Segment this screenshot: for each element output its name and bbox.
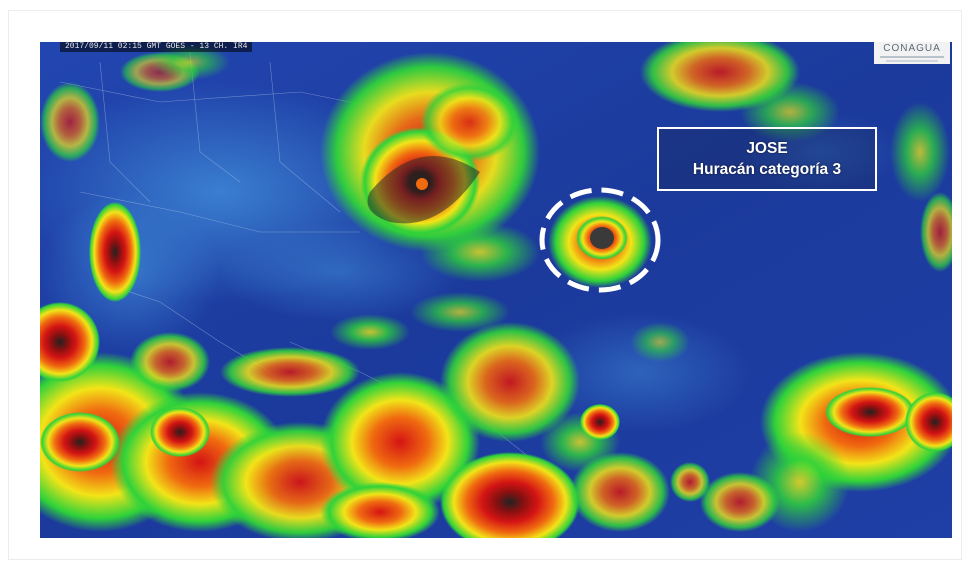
- timestamp-overlay: 2017/09/11 02:15 GMT GOES - 13 CH. IR4: [60, 42, 253, 52]
- storm-label: JOSE Huracán categoría 3: [657, 127, 877, 191]
- jose-circle-marker: [539, 187, 661, 293]
- conagua-logo: CONAGUA: [874, 42, 950, 64]
- storm-name: JOSE: [746, 140, 788, 157]
- logo-subline-2: [886, 60, 938, 62]
- infrared-map: [40, 42, 952, 538]
- storm-category: Huracán categoría 3: [692, 161, 842, 178]
- satellite-image: 2017/09/11 02:15 GMT GOES - 13 CH. IR4 C…: [40, 42, 952, 538]
- logo-text: CONAGUA: [883, 43, 941, 54]
- logo-subline: [880, 56, 944, 58]
